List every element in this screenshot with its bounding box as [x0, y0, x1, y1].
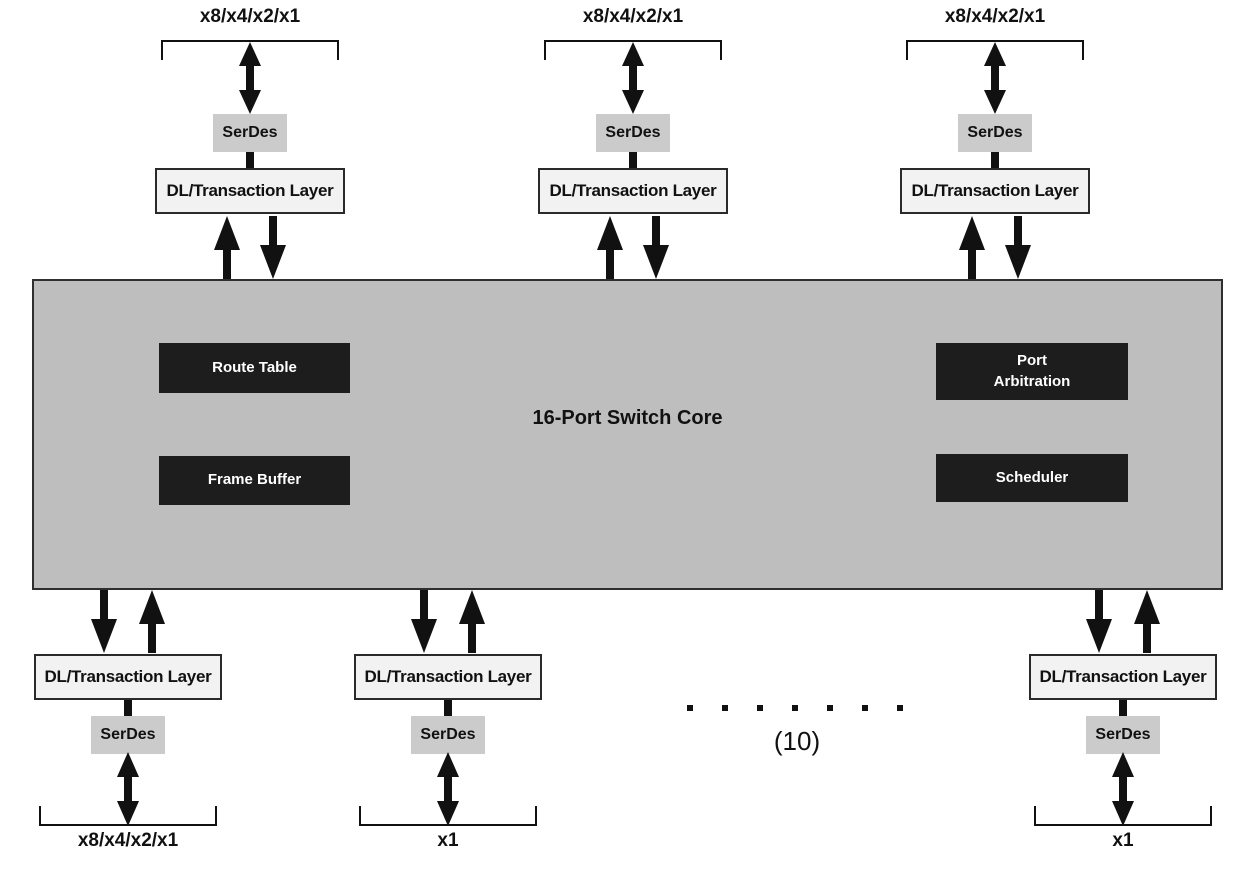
dl-transaction-layer-box: DL/Transaction Layer	[354, 654, 542, 700]
port-arbitration-block: Port Arbitration	[936, 343, 1128, 400]
core-title: 16-Port Switch Core	[532, 407, 723, 429]
lane-width-label: x8/x4/x2/x1	[582, 6, 684, 27]
serdes-dl-connector	[444, 700, 452, 716]
serdes-box: SerDes	[411, 716, 485, 754]
serdes-box: SerDes	[958, 114, 1032, 152]
dot	[792, 705, 798, 711]
lane-width-label: x1	[437, 830, 459, 851]
up-arrow-icon	[1134, 590, 1160, 653]
bidirectional-arrow-icon	[115, 752, 141, 826]
down-arrow-icon	[643, 216, 669, 279]
serdes-dl-connector	[629, 152, 637, 168]
lane-width-label: x8/x4/x2/x1	[77, 830, 179, 851]
serdes-box: SerDes	[213, 114, 287, 152]
dot	[897, 705, 903, 711]
serdes-dl-connector	[246, 152, 254, 168]
port-stack-bottom-2: DL/Transaction Layer SerDes x1	[353, 590, 543, 869]
bidirectional-arrow-icon	[982, 42, 1008, 114]
switch-core: 16-Port Switch Core Route Table Frame Bu…	[32, 279, 1223, 590]
serdes-box: SerDes	[1086, 716, 1160, 754]
dot	[757, 705, 763, 711]
lane-bracket	[39, 806, 217, 826]
port-arbitration-label: Port Arbitration	[993, 352, 1071, 390]
dl-transaction-layer-box: DL/Transaction Layer	[1029, 654, 1217, 700]
down-arrow-icon	[260, 216, 286, 279]
port-stack-bottom-1: DL/Transaction Layer SerDes x8/x4/x2/x1	[33, 590, 223, 869]
hidden-port-count-label: (10)	[773, 726, 821, 756]
dl-transaction-layer-box: DL/Transaction Layer	[34, 654, 222, 700]
dot	[687, 705, 693, 711]
dot	[862, 705, 868, 711]
dot	[827, 705, 833, 711]
down-arrow-icon	[411, 590, 437, 653]
up-arrow-icon	[139, 590, 165, 653]
bidirectional-arrow-icon	[237, 42, 263, 114]
lane-width-label: x8/x4/x2/x1	[199, 6, 301, 27]
up-arrow-icon	[597, 216, 623, 279]
port-stack-top-1: x8/x4/x2/x1 SerDes DL/Transaction Layer	[155, 6, 345, 279]
dl-transaction-layer-box: DL/Transaction Layer	[538, 168, 728, 214]
serdes-dl-connector	[991, 152, 999, 168]
up-arrow-icon	[214, 216, 240, 279]
dl-transaction-layer-box: DL/Transaction Layer	[155, 168, 345, 214]
lane-bracket	[161, 40, 339, 60]
port-stack-bottom-3: DL/Transaction Layer SerDes x1	[1028, 590, 1218, 869]
down-arrow-icon	[1086, 590, 1112, 653]
lane-width-label: x1	[1112, 830, 1134, 851]
lane-bracket	[359, 806, 537, 826]
serdes-dl-connector	[124, 700, 132, 716]
down-arrow-icon	[91, 590, 117, 653]
dl-transaction-layer-box: DL/Transaction Layer	[900, 168, 1090, 214]
serdes-dl-connector	[1119, 700, 1127, 716]
lane-width-label: x8/x4/x2/x1	[944, 6, 1046, 27]
route-table-block: Route Table	[159, 343, 350, 393]
up-arrow-icon	[959, 216, 985, 279]
up-arrow-icon	[459, 590, 485, 653]
scheduler-block: Scheduler	[936, 454, 1128, 502]
dot	[722, 705, 728, 711]
bidirectional-arrow-icon	[1110, 752, 1136, 826]
port-stack-top-2: x8/x4/x2/x1 SerDes DL/Transaction Layer	[538, 6, 728, 279]
serdes-box: SerDes	[596, 114, 670, 152]
lane-bracket	[906, 40, 1084, 60]
down-arrow-icon	[1005, 216, 1031, 279]
lane-bracket	[1034, 806, 1212, 826]
ellipsis-dots	[687, 705, 903, 711]
bidirectional-arrow-icon	[620, 42, 646, 114]
serdes-box: SerDes	[91, 716, 165, 754]
frame-buffer-block: Frame Buffer	[159, 456, 350, 505]
bidirectional-arrow-icon	[435, 752, 461, 826]
lane-bracket	[544, 40, 722, 60]
port-stack-top-3: x8/x4/x2/x1 SerDes DL/Transaction Layer	[900, 6, 1090, 279]
